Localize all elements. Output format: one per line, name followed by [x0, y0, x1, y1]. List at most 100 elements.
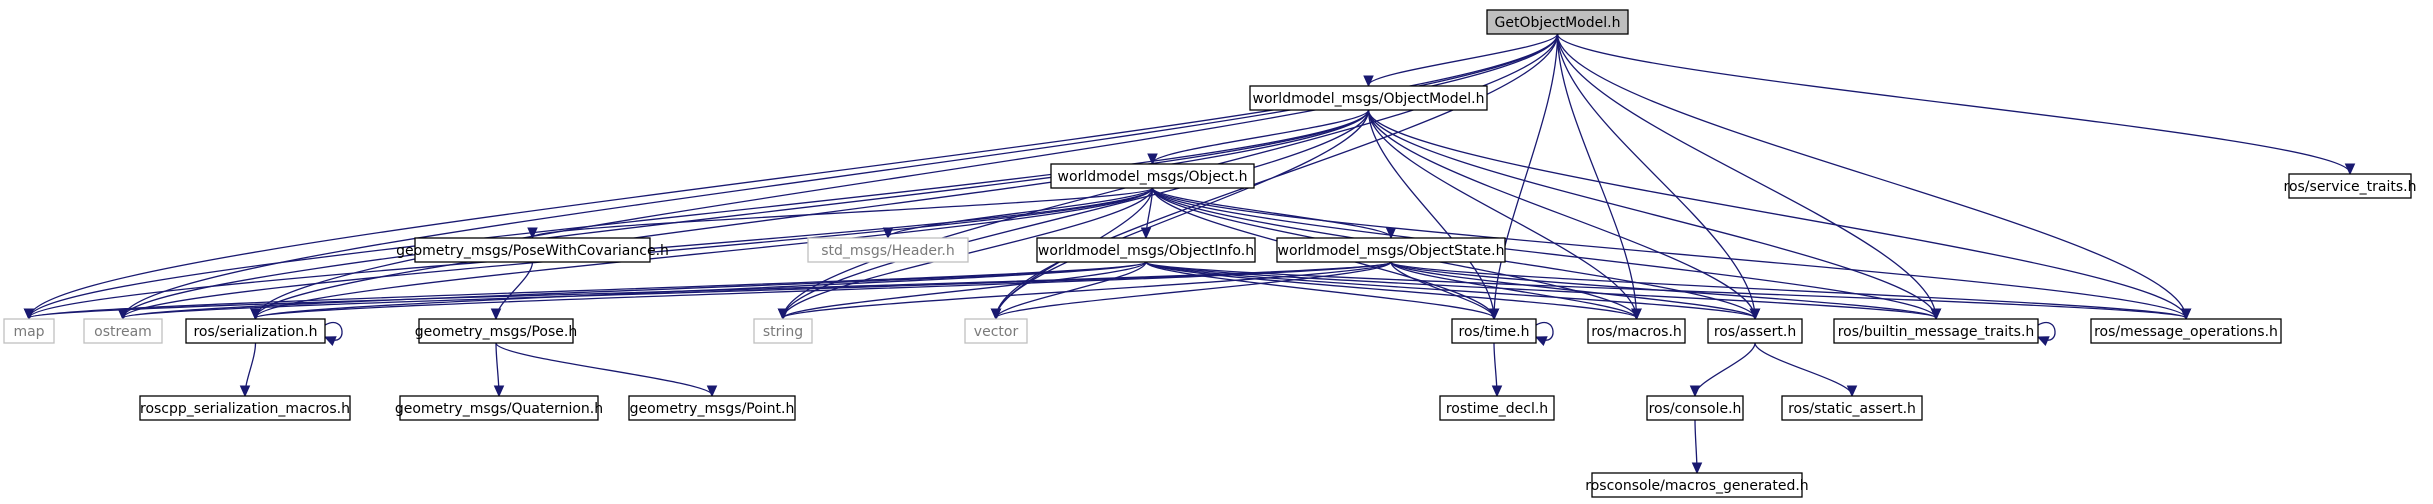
edge-line — [995, 261, 1392, 319]
edge-line — [1390, 261, 1756, 319]
node-label: worldmodel_msgs/ObjectModel.h — [1253, 91, 1485, 107]
edge-line — [1151, 187, 1392, 238]
node-oi[interactable]: worldmodel_msgs/ObjectInfo.h — [1036, 237, 1256, 263]
node-assert[interactable]: ros/assert.h — [1707, 318, 1803, 344]
edge-line — [1556, 33, 1756, 319]
edge-os-to-mo — [1390, 261, 2192, 321]
node-label: ros/macros.h — [1591, 324, 1682, 340]
arrowhead — [1147, 153, 1158, 166]
node-label: string — [763, 324, 803, 340]
node-label: ostream — [94, 324, 152, 340]
edge-line — [1754, 342, 1853, 396]
edge-root-to-ser — [250, 33, 1559, 321]
edge-root-to-st — [1556, 33, 2356, 176]
node-box — [414, 237, 651, 263]
node-label: map — [13, 324, 44, 340]
arrowhead — [1488, 308, 1500, 321]
edge-line — [1556, 33, 1638, 319]
edge-line — [122, 261, 1147, 319]
node-point[interactable]: geometry_msgs/Point.h — [628, 395, 796, 421]
node-sa[interactable]: ros/static_assert.h — [1781, 395, 1923, 421]
node-ser[interactable]: ros/serialization.h — [185, 318, 326, 344]
arrowhead — [250, 308, 261, 321]
node-st[interactable]: ros/service_traits.h — [2284, 173, 2417, 199]
node-box — [1050, 163, 1255, 189]
node-root[interactable]: GetObjectModel.h — [1486, 9, 1629, 35]
edge-line — [28, 109, 1370, 319]
node-bmt[interactable]: ros/builtin_message_traits.h — [1833, 318, 2039, 344]
node-label: vector — [974, 324, 1019, 340]
node-mg[interactable]: rosconsole/macros_generated.h — [1585, 472, 1809, 498]
node-mo[interactable]: ros/message_operations.h — [2090, 318, 2282, 344]
node-box — [964, 318, 1028, 344]
arrowhead — [777, 308, 789, 321]
node-box — [1036, 237, 1256, 263]
edge-time-to-time — [1534, 322, 1554, 346]
node-ostream[interactable]: ostream — [83, 318, 163, 344]
node-box — [185, 318, 326, 344]
node-om[interactable]: worldmodel_msgs/ObjectModel.h — [1249, 85, 1488, 111]
arrowhead — [706, 385, 718, 398]
edge-line — [1145, 261, 1756, 319]
edge-pwc-to-pose — [490, 261, 534, 321]
edge-line — [1556, 33, 2187, 319]
node-box — [807, 237, 969, 263]
edge-line — [28, 33, 1559, 319]
arrowhead — [527, 227, 538, 240]
node-box — [83, 318, 163, 344]
arrowhead — [1534, 336, 1548, 346]
node-rsm[interactable]: roscpp_serialization_macros.h — [139, 395, 351, 421]
edge-os-to-vector — [990, 261, 1392, 321]
edge-line — [1390, 261, 2187, 319]
arrowhead — [1363, 75, 1374, 88]
node-pose[interactable]: geometry_msgs/Pose.h — [415, 318, 577, 344]
edge-ser-to-rsm — [239, 342, 257, 398]
edge-line — [1367, 109, 1937, 319]
node-label: std_msgs/Header.h — [821, 243, 955, 259]
edge-console-to-mg — [1691, 419, 1703, 475]
edge-os-to-macros — [1390, 261, 1642, 321]
node-time[interactable]: ros/time.h — [1451, 318, 1537, 344]
node-label: geometry_msgs/Quaternion.h — [395, 401, 603, 417]
node-vector[interactable]: vector — [964, 318, 1028, 344]
node-console[interactable]: ros/console.h — [1646, 395, 1744, 421]
node-quat[interactable]: geometry_msgs/Quaternion.h — [395, 395, 603, 421]
edge-line — [531, 187, 1154, 238]
edge-root-to-bmt — [1556, 33, 1942, 321]
node-hdr[interactable]: std_msgs/Header.h — [807, 237, 969, 263]
edge-line — [1367, 33, 1559, 86]
edge-line — [782, 261, 1147, 319]
node-os[interactable]: worldmodel_msgs/ObjectState.h — [1276, 237, 1506, 263]
node-label: ros/builtin_message_traits.h — [1838, 324, 2035, 340]
node-map[interactable]: map — [3, 318, 55, 344]
node-box — [1587, 318, 1686, 344]
node-obj[interactable]: worldmodel_msgs/Object.h — [1050, 163, 1255, 189]
edge-line — [1556, 33, 2351, 174]
arrowhead — [493, 385, 505, 398]
node-pwc[interactable]: geometry_msgs/PoseWithCovariance.h — [396, 237, 669, 263]
edge-oi-to-bmt — [1145, 261, 1942, 321]
arrowhead — [323, 336, 337, 346]
arrowhead — [990, 308, 1002, 321]
node-rtd[interactable]: rostime_decl.h — [1439, 395, 1555, 421]
node-box — [1781, 395, 1923, 421]
node-label: ros/console.h — [1649, 401, 1742, 417]
edge-bmt-to-bmt — [2036, 322, 2056, 346]
edge-root-to-om — [1363, 33, 1559, 88]
arrowhead — [1691, 462, 1703, 475]
arrowhead — [1140, 227, 1152, 240]
node-label: rostime_decl.h — [1446, 401, 1548, 417]
nodes-layer: GetObjectModel.h worldmodel_msgs/ObjectMo… — [3, 9, 2417, 498]
edge-line — [495, 342, 713, 396]
node-box — [1591, 472, 1803, 498]
edge-pose-to-point — [495, 342, 718, 398]
arrowhead — [1491, 385, 1503, 398]
node-string[interactable]: string — [753, 318, 813, 344]
node-box — [1439, 395, 1555, 421]
edge-line — [495, 261, 534, 319]
edge-line — [1367, 109, 1756, 319]
node-macros[interactable]: ros/macros.h — [1587, 318, 1686, 344]
node-box — [1646, 395, 1744, 421]
node-label: ros/time.h — [1459, 324, 1530, 340]
edge-line — [1367, 109, 2187, 319]
